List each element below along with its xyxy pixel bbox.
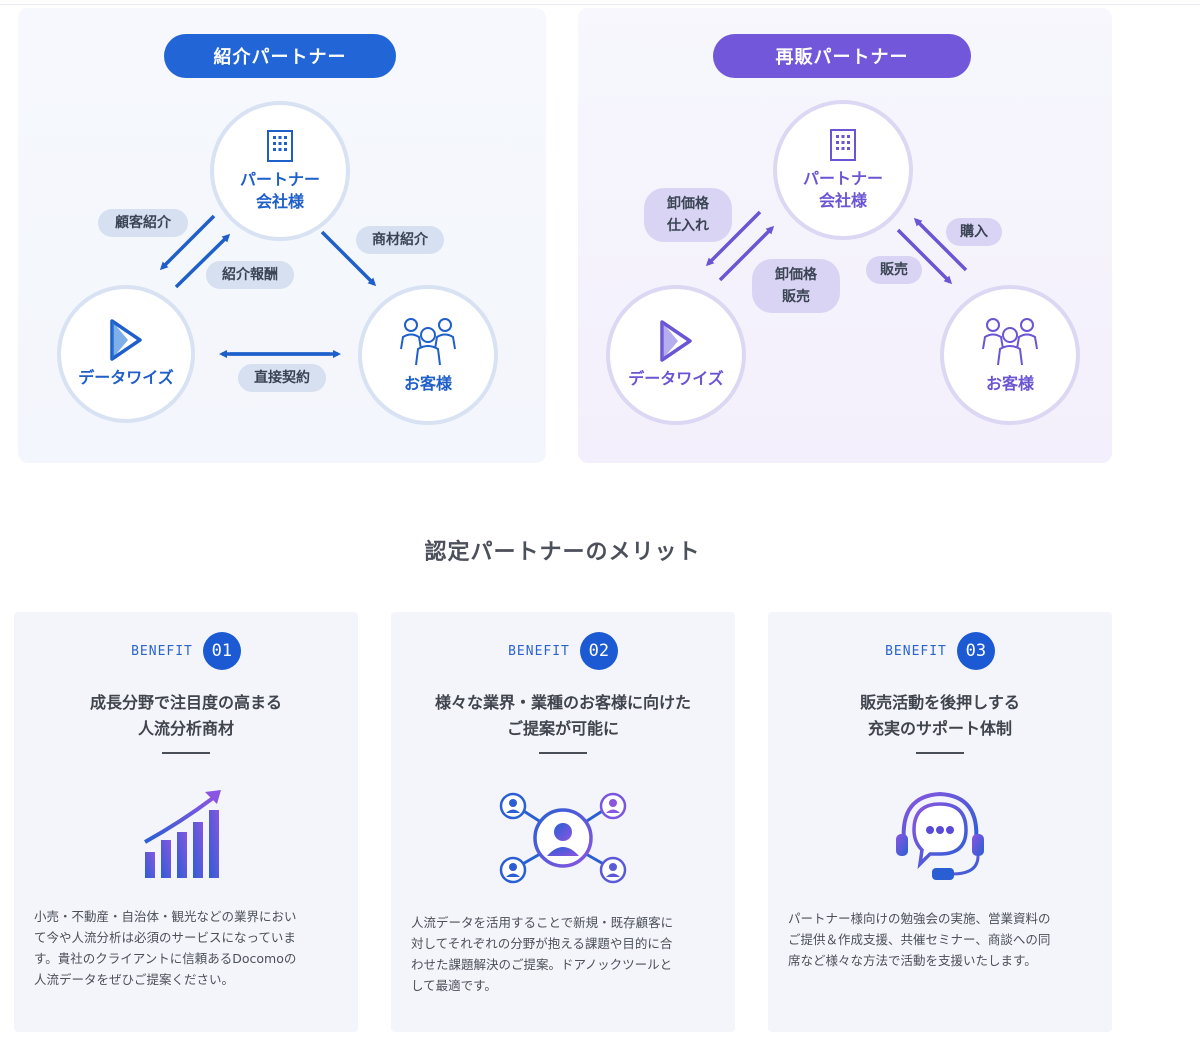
datawise-logo-icon (110, 319, 142, 361)
tag-customer-referral: 顧客紹介 (98, 209, 188, 237)
benefit-number-badge: 01 (202, 632, 241, 670)
benefit-card-1: BENEFIT 01 成長分野で注目度の高まる 人流分析商材 小売・不動産・自治… (14, 612, 358, 1032)
diagram-arrows-purple (705, 210, 968, 285)
datawise-logo-icon (660, 320, 692, 362)
tag-wholesale-sell-line1: 卸価格 (775, 267, 817, 283)
arrow-partner-to-datawise (159, 214, 216, 271)
benefit-text-line: 人流データを活用することで新規・既存顧客に (411, 915, 674, 930)
benefit-label: BENEFIT (885, 643, 947, 659)
benefit-heading-line2: 充実のサポート体制 (867, 719, 1012, 738)
benefit-heading: 販売活動を後押しする 充実のサポート体制 (768, 690, 1112, 742)
benefit-header: BENEFIT 01 (14, 632, 358, 670)
benefit-heading-line1: 成長分野で注目度の高まる (89, 693, 282, 712)
datawise-label: データワイズ (78, 368, 174, 387)
node-customer-resale: お客様 (940, 285, 1080, 425)
tag-direct-contract: 直接契約 (238, 364, 326, 392)
node-customer: お客様 (358, 285, 498, 425)
tag-sales: 販売 (866, 256, 922, 284)
tag-purchase: 購入 (946, 218, 1002, 246)
arrow-partner-to-customer (320, 230, 377, 287)
partner-label-line2-resale: 会社様 (818, 191, 867, 210)
node-datawise-resale: データワイズ (606, 285, 746, 425)
customer-label: お客様 (403, 374, 452, 393)
datawise-label-resale: データワイズ (628, 369, 724, 388)
benefit-description: 小売・不動産・自治体・観光などの業界におい て今や人流分析は必須のサービスになっ… (34, 906, 338, 990)
heading-divider (916, 752, 964, 754)
benefit-text-line: して最適です。 (411, 978, 497, 993)
tag-product-referral: 商材紹介 (356, 226, 444, 254)
node-partner-company-resale: パートナー 会社様 (773, 100, 913, 240)
partner-label-line1-resale: パートナー (802, 169, 883, 188)
customer-group-icon (982, 318, 1038, 366)
heading-divider (162, 752, 210, 754)
tag-wholesale-buy-line1: 卸価格 (667, 196, 709, 212)
referral-partner-title: 紹介パートナー (164, 34, 396, 78)
resale-partner-title: 再販パートナー (713, 34, 971, 78)
benefit-number-badge: 02 (579, 632, 618, 670)
top-divider-line (0, 4, 1200, 5)
node-partner-company: パートナー 会社様 (210, 101, 350, 241)
benefit-heading: 様々な業界・業種のお客様に向けた ご提案が可能に (391, 690, 735, 742)
building-icon (267, 130, 293, 162)
benefit-card-3: BENEFIT 03 販売活動を後押しする 充実のサポート体制 パートナー様向け… (768, 612, 1112, 1032)
customer-label-resale: お客様 (985, 374, 1034, 393)
tag-wholesale-sell-line2: 販売 (782, 289, 810, 305)
node-datawise: データワイズ (57, 285, 195, 423)
customer-group-icon (400, 318, 456, 366)
benefit-number-badge: 03 (956, 632, 995, 670)
benefit-text-line: て今や人流分析は必須のサービスになっていま (34, 930, 296, 945)
benefit-text-line: 人流データをぜひご提案ください。 (34, 972, 235, 987)
benefit-header: BENEFIT 02 (391, 632, 735, 670)
partner-label-line2: 会社様 (255, 192, 304, 211)
network-people-icon (391, 792, 735, 884)
benefit-text-line: 対してそれぞれの分野が抱える課題や目的に合 (411, 936, 673, 951)
benefit-text-line: パートナー様向けの勉強会の実施、営業資料の (788, 911, 1051, 926)
benefit-label: BENEFIT (508, 643, 570, 659)
arrow-datawise-to-partner (174, 233, 231, 289)
benefits-section-title: 認定パートナーのメリット (424, 540, 701, 565)
benefit-header: BENEFIT 03 (768, 632, 1112, 670)
benefit-text-line: 席など様々な方法で活動を支援いたします。 (788, 953, 1037, 968)
benefit-label: BENEFIT (131, 643, 193, 659)
growth-chart-icon (14, 788, 358, 880)
partner-label-line1: パートナー (239, 170, 320, 189)
benefit-card-2: BENEFIT 02 様々な業界・業種のお客様に向けた ご提案が可能に 人流デー… (391, 612, 735, 1032)
benefit-description: 人流データを活用することで新規・既存顧客に 対してそれぞれの分野が抱える課題や目… (411, 912, 715, 996)
tag-wholesale-sell: 卸価格 販売 (752, 259, 840, 313)
tag-referral-fee: 紹介報酬 (206, 261, 294, 289)
benefit-text-line: わせた課題解決のご提案。ドアノックツールと (411, 957, 673, 972)
headset-support-icon (768, 788, 1112, 884)
benefit-heading: 成長分野で注目度の高まる 人流分析商材 (14, 690, 358, 742)
building-icon (830, 129, 856, 161)
tag-wholesale-buy-line2: 仕入れ (667, 218, 709, 234)
benefit-text-line: す。貴社のクライアントに信頼あるDocomoの (34, 951, 297, 966)
benefit-text-line: ご提供＆作成支援、共催セミナー、商談への同 (788, 932, 1051, 947)
benefit-heading-line2: ご提案が可能に (506, 719, 619, 738)
benefit-description: パートナー様向けの勉強会の実施、営業資料の ご提供＆作成支援、共催セミナー、商談… (788, 908, 1092, 971)
benefit-text-line: 小売・不動産・自治体・観光などの業界におい (34, 909, 297, 924)
benefit-heading-line1: 様々な業界・業種のお客様に向けた (434, 693, 691, 712)
benefit-heading-line1: 販売活動を後押しする (860, 693, 1020, 712)
tag-wholesale-buy: 卸価格 仕入れ (644, 188, 732, 242)
benefit-heading-line2: 人流分析商材 (137, 719, 234, 738)
heading-divider (539, 752, 587, 754)
